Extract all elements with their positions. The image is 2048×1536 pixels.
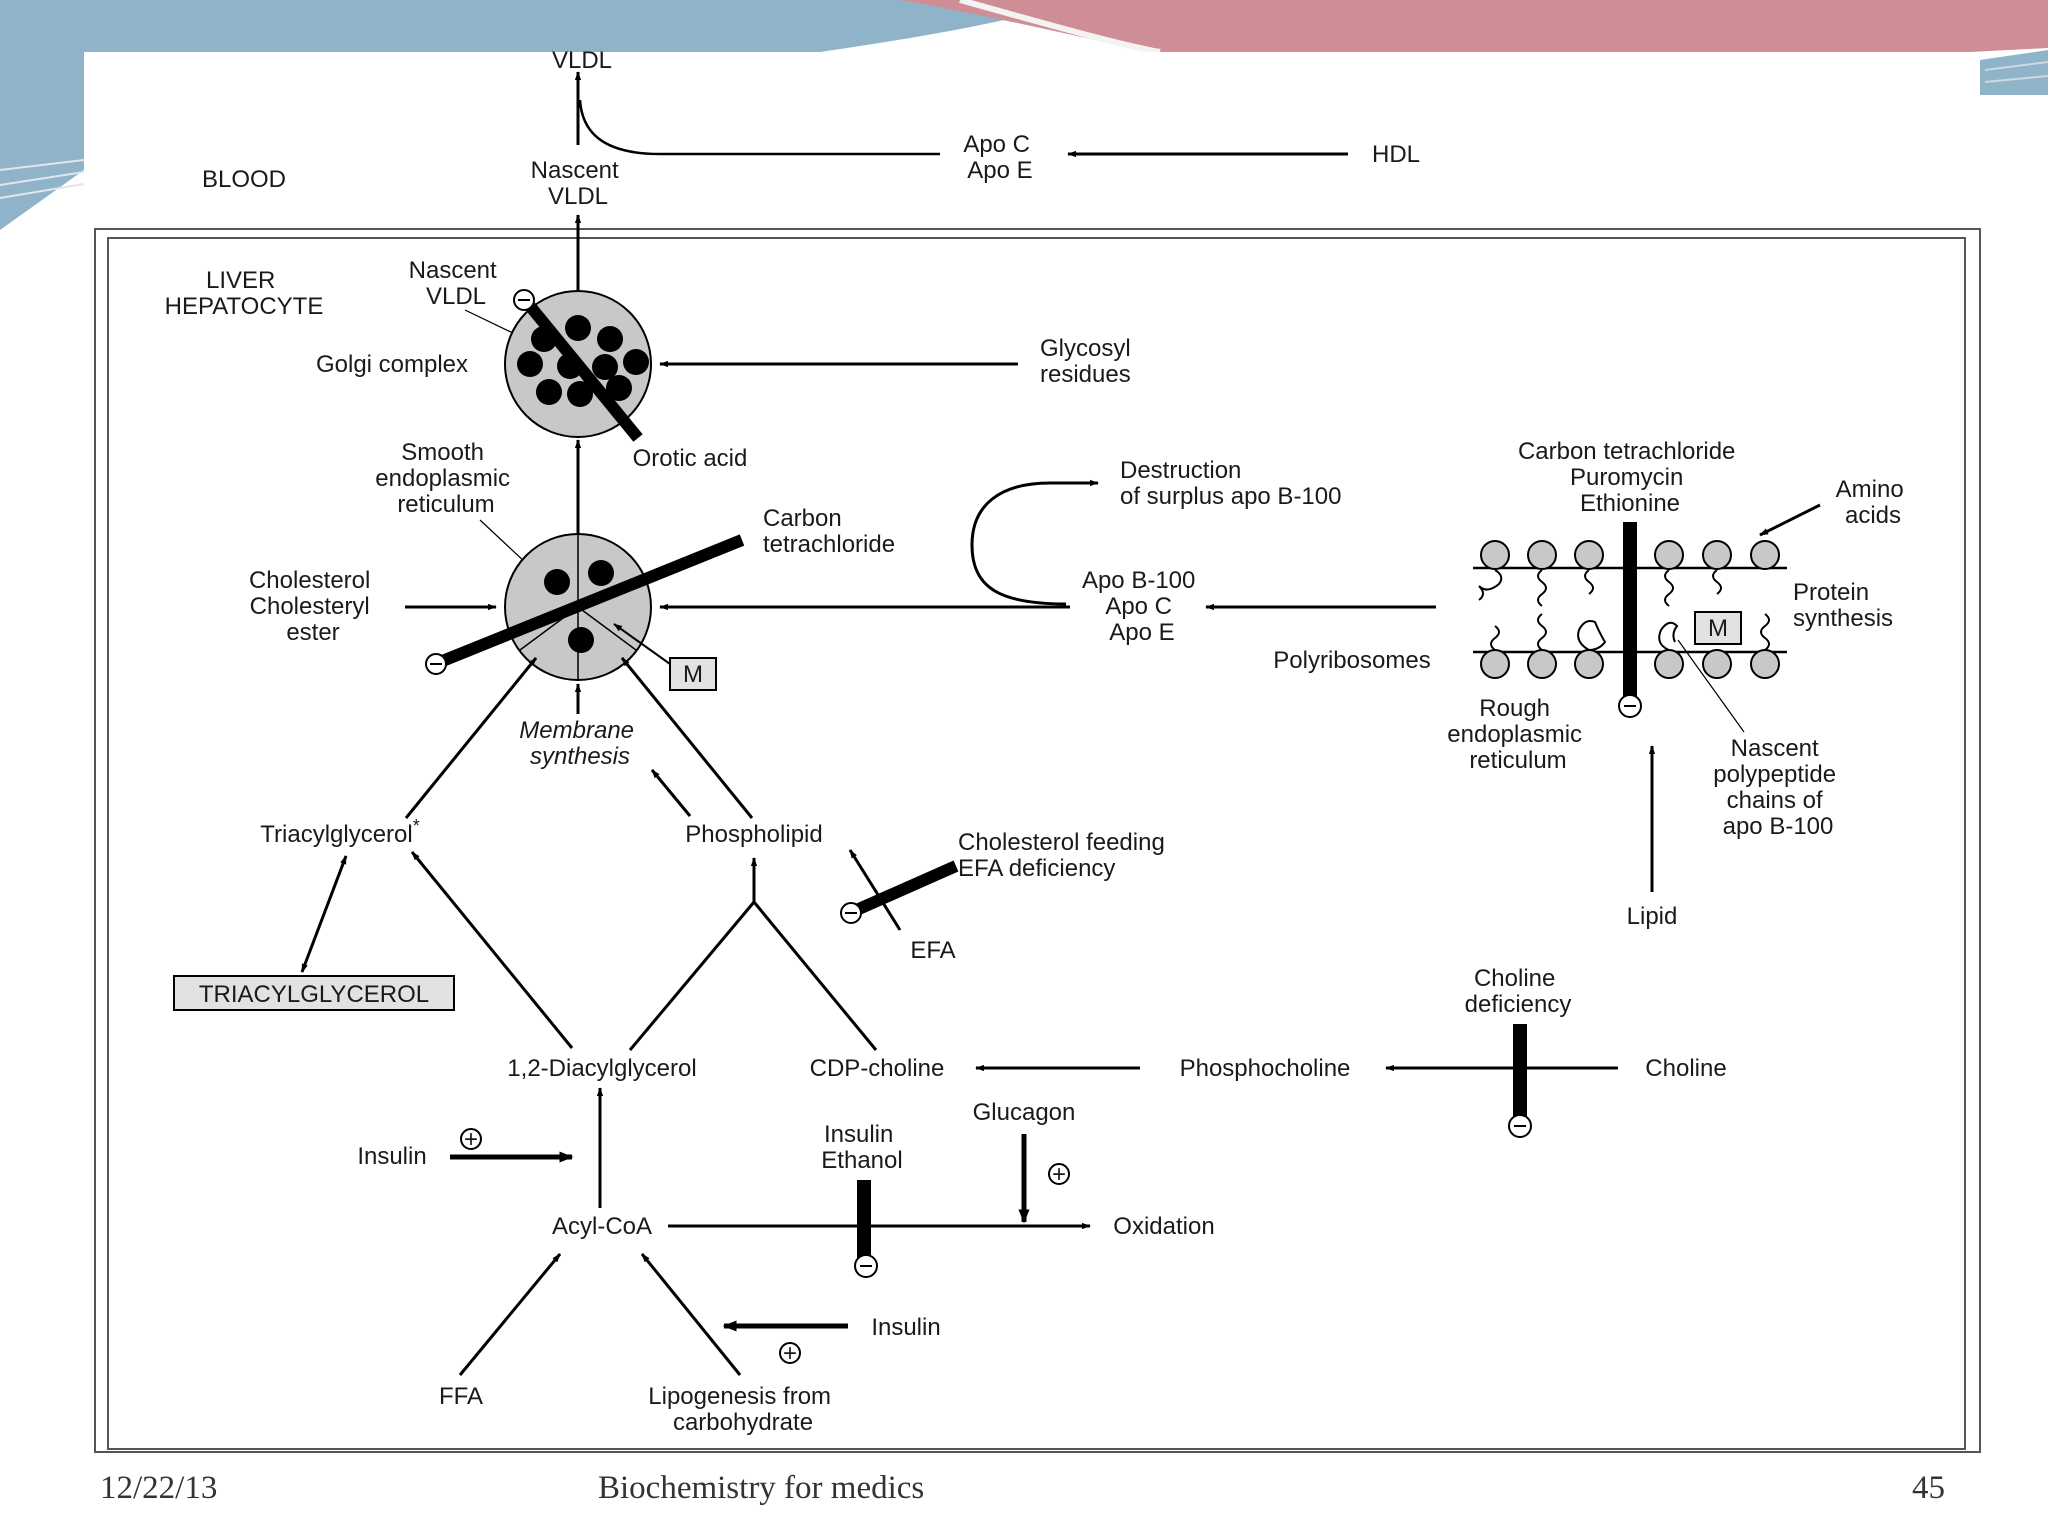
liver-hepatocyte-label: LIVER HEPATOCYTE (165, 267, 324, 320)
m-pointer (613, 623, 671, 665)
arrow-ffa-to-acyl (458, 1253, 562, 1376)
ffa-label: FFA (439, 1383, 483, 1410)
glucagon-label: Glucagon (973, 1099, 1076, 1126)
efa-block-bar (849, 860, 959, 918)
glycosyl-label: Glycosyl residues (1040, 335, 1137, 388)
protein-synthesis-label: Protein synthesis (1793, 579, 1893, 632)
plus-symbol (460, 1128, 482, 1150)
arrow-tag-to-ser (404, 657, 538, 819)
rough-endoplasmic-reticulum (1473, 540, 1787, 679)
arrow-efa-to-phospholipid (848, 849, 902, 931)
m-box-rer (1694, 611, 1742, 645)
carbon-tetrachloride-label: Carbon tetrachloride (763, 505, 895, 558)
diacylglycerol-label: 1,2-Diacylglycerol (507, 1055, 696, 1082)
membrane-synthesis-label: Membrane synthesis (519, 717, 640, 770)
footer-date: 12/22/13 (100, 1470, 218, 1506)
destruction-label: Destruction of surplus apo B-100 (1120, 457, 1341, 510)
insulin-bottom-label: Insulin (871, 1314, 940, 1341)
lipogenesis-label: Lipogenesis from carbohydrate (648, 1383, 837, 1436)
branch-dag-to-phospholipid (628, 901, 756, 1051)
plus-sign: + (464, 1126, 478, 1153)
choline-label: Choline (1645, 1055, 1726, 1082)
ser-label: Smooth endoplasmic reticulum (375, 439, 516, 518)
arrow-amino-to-rer (1759, 503, 1821, 537)
polyribosomes-label: Polyribosomes (1273, 647, 1430, 674)
m-box (669, 657, 717, 691)
vldl-label: VLDL (552, 47, 612, 74)
phosphocholine-label: Phosphocholine (1180, 1055, 1351, 1082)
inhibitors-label: Carbon tetrachloride Puromycin Ethionine (1518, 438, 1742, 517)
cholesterol-label: Cholesterol Cholesteryl ester (249, 567, 377, 646)
orotic-acid-block-bar (525, 302, 643, 442)
plus-symbol (1048, 1163, 1070, 1185)
hdl-label: HDL (1372, 141, 1420, 168)
hepatocyte-outer-border (94, 228, 1981, 1453)
phospholipid-label: Phospholipid (685, 821, 822, 848)
triacylglycerol-label: Triacylglycerol* (260, 816, 420, 848)
amino-acids-label: Amino acids (1836, 476, 1911, 529)
triacylglycerol-box-label: TRIACYLGLYCEROL (199, 981, 429, 1008)
insulin-left-label: Insulin (357, 1143, 426, 1170)
orotic-acid-label: Orotic acid (633, 445, 748, 472)
apo-ce-transfer-curve (578, 99, 940, 156)
apo-b100-label: Apo B-100 Apo C Apo E (1082, 567, 1202, 646)
golgi-label: Golgi complex (316, 351, 468, 378)
nascent-vldl-blood-label: Nascent VLDL (531, 157, 626, 210)
nascent-polypeptide-pointer (1677, 639, 1745, 733)
hepatocyte-inner-border (107, 237, 1966, 1450)
insulin-ethanol-label: Insulin Ethanol (821, 1121, 902, 1174)
triacylglycerol-box (173, 975, 455, 1011)
destruction-curve (970, 479, 1099, 606)
cdp-choline-label: CDP-choline (810, 1055, 945, 1082)
footer-title: Biochemistry for medics (598, 1470, 925, 1506)
arrow-lipogenesis-to-acyl (640, 1253, 742, 1376)
footer-page-number: 45 (1912, 1470, 1945, 1506)
arrow-phospholipid-to-membrane (650, 769, 692, 817)
blood-label: BLOOD (202, 166, 286, 193)
cholesterol-feeding-label: Cholesterol feeding EFA deficiency (958, 829, 1171, 882)
apo-ce-top-label: Apo C Apo E (963, 131, 1036, 184)
oxidation-label: Oxidation (1113, 1213, 1214, 1240)
choline-deficiency-label: Choline deficiency (1465, 965, 1572, 1018)
plus-sign: + (783, 1340, 797, 1367)
plus-sign: + (1052, 1161, 1066, 1188)
arrow-dag-to-tag (410, 851, 574, 1049)
rer-label: Rough endoplasmic reticulum (1447, 695, 1588, 774)
acyl-coa-label: Acyl-CoA (552, 1213, 652, 1240)
lipid-label: Lipid (1627, 903, 1678, 930)
arrow-phospholipid-to-ser (620, 657, 754, 819)
branch-cdp-to-phospholipid (752, 901, 878, 1051)
efa-label: EFA (910, 937, 955, 964)
carbon-tetrachloride-block-bar (437, 534, 745, 668)
slide-background (0, 0, 2048, 230)
m-label-rer: M (1708, 615, 1728, 642)
arrow-tag-storage (300, 855, 348, 973)
nascent-vldl-liver-label: Nascent VLDL (409, 257, 504, 310)
nascent-polypeptide-label: Nascent polypeptide chains of apo B-100 (1713, 735, 1842, 840)
plus-symbol (779, 1342, 801, 1364)
m-label: M (683, 661, 703, 688)
